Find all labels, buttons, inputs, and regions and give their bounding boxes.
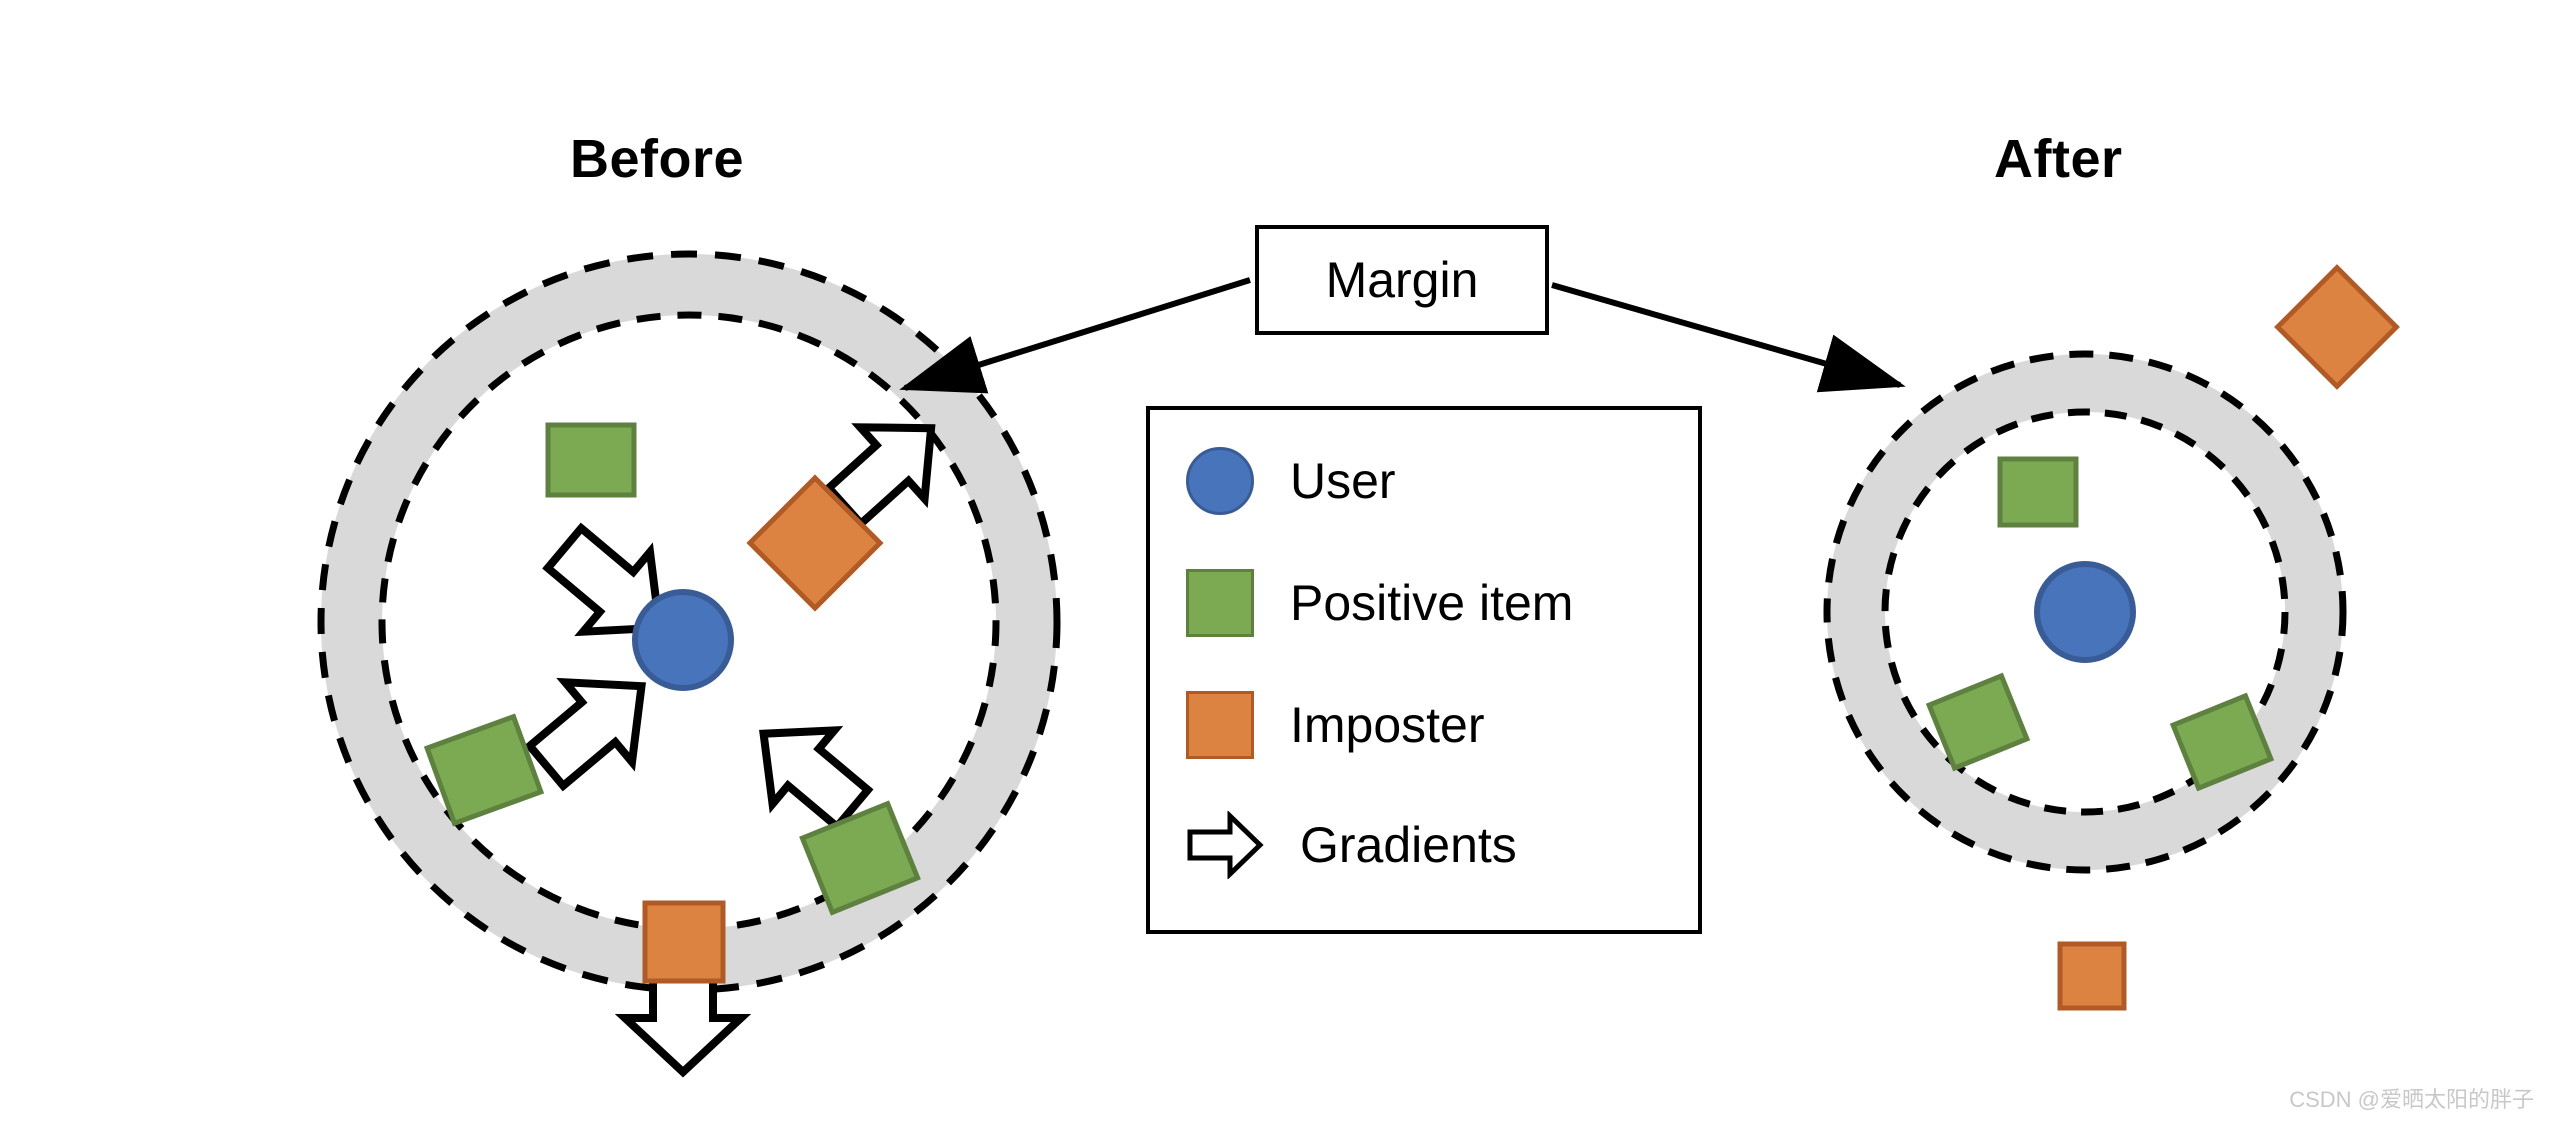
imposter-item: [642, 900, 726, 984]
user-node-after: [2034, 561, 2136, 663]
legend-label-positive: Positive item: [1290, 575, 1574, 631]
after-positive-items: [1925, 456, 2275, 792]
imposter-item: [2274, 264, 2400, 390]
imposter-item: [2057, 941, 2127, 1011]
gradient-arrow-before-4: [823, 423, 936, 530]
positive-item: [2169, 692, 2275, 792]
legend-label-imposter: Imposter: [1290, 697, 1485, 753]
before-imposters: [642, 474, 884, 984]
positive-item: [545, 422, 637, 498]
margin-arrow-right: [1551, 282, 1906, 393]
block-arrow-icon: [1186, 810, 1264, 880]
panel-title-after: After: [1994, 129, 2123, 189]
positive-item: [799, 800, 921, 916]
legend-label-gradients: Gradients: [1300, 817, 1517, 873]
legend-label-user: User: [1290, 453, 1396, 509]
user-circle-icon: [1186, 447, 1254, 515]
legend: User Positive item Imposter Gradients: [1146, 406, 1702, 934]
after-outer-boundary: [1823, 350, 2347, 874]
before-positive-items: [423, 422, 921, 916]
positive-item: [1997, 456, 2079, 528]
gradient-arrow-before-2: [524, 677, 646, 792]
after-margin-ring: [1823, 350, 2347, 874]
margin-arrow-left: [899, 277, 1251, 394]
orange-square-icon: [1186, 691, 1254, 759]
positive-item: [1925, 672, 2031, 772]
legend-item-positive: Positive item: [1186, 568, 1573, 638]
after-imposters: [2057, 264, 2400, 1011]
gradient-arrow-before-3: [759, 725, 874, 833]
after-inner-boundary: [1881, 408, 2289, 816]
legend-item-user: User: [1186, 446, 1396, 516]
imposter-item: [746, 474, 884, 612]
gradient-arrow-before-1: [542, 522, 664, 637]
positive-item: [423, 713, 545, 827]
panel-title-before: Before: [570, 129, 745, 189]
margin-callout-label: Margin: [1255, 225, 1549, 335]
legend-item-imposter: Imposter: [1186, 690, 1485, 760]
user-node-before: [632, 589, 734, 691]
green-square-icon: [1186, 569, 1254, 637]
before-inner-boundary: [378, 311, 1000, 933]
watermark: CSDN @爱晒太阳的胖子: [2289, 1087, 2534, 1112]
legend-item-gradients: Gradients: [1186, 810, 1517, 880]
